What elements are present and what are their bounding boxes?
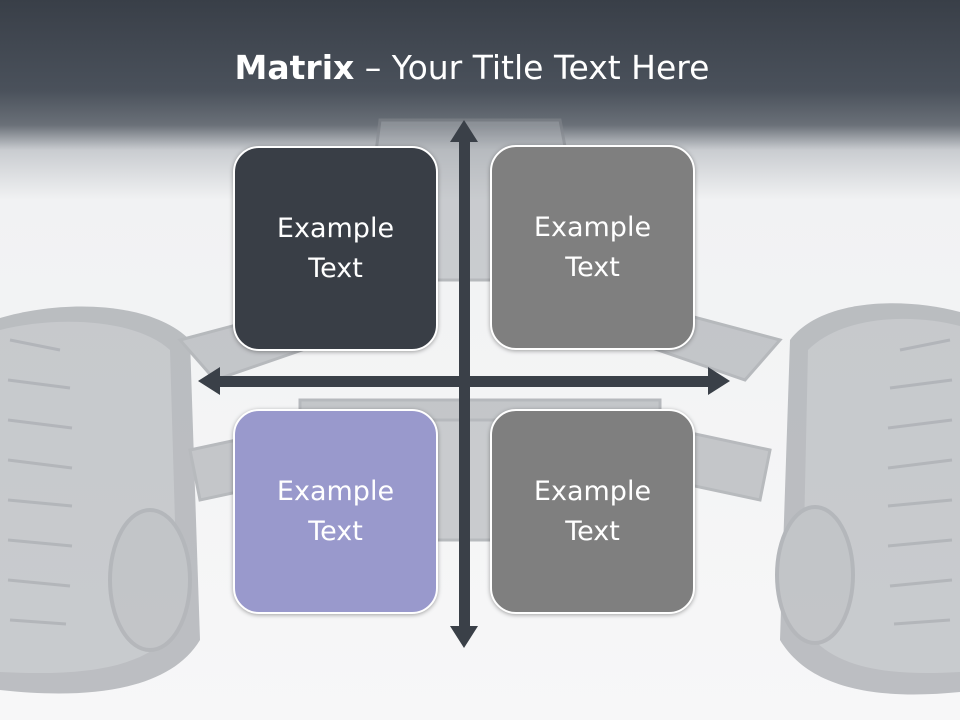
matrix-box-top-right[interactable]: Example Text: [490, 145, 695, 350]
slide-title: Matrix – Your Title Text Here: [0, 48, 944, 87]
matrix-box-bottom-left[interactable]: Example Text: [233, 409, 438, 614]
left-tire-image: [0, 306, 200, 694]
matrix-box-label: Example Text: [533, 475, 652, 547]
matrix-box-label: Example Text: [276, 212, 395, 284]
matrix-box-top-left[interactable]: Example Text: [233, 146, 438, 351]
title-text-part: – Your Title Text Here: [354, 48, 710, 87]
title-bold-part: Matrix: [234, 48, 355, 87]
matrix-box-bottom-right[interactable]: Example Text: [490, 409, 695, 614]
matrix-box-label: Example Text: [533, 211, 652, 283]
right-tire-image: [775, 303, 960, 695]
matrix-box-label: Example Text: [276, 475, 395, 547]
